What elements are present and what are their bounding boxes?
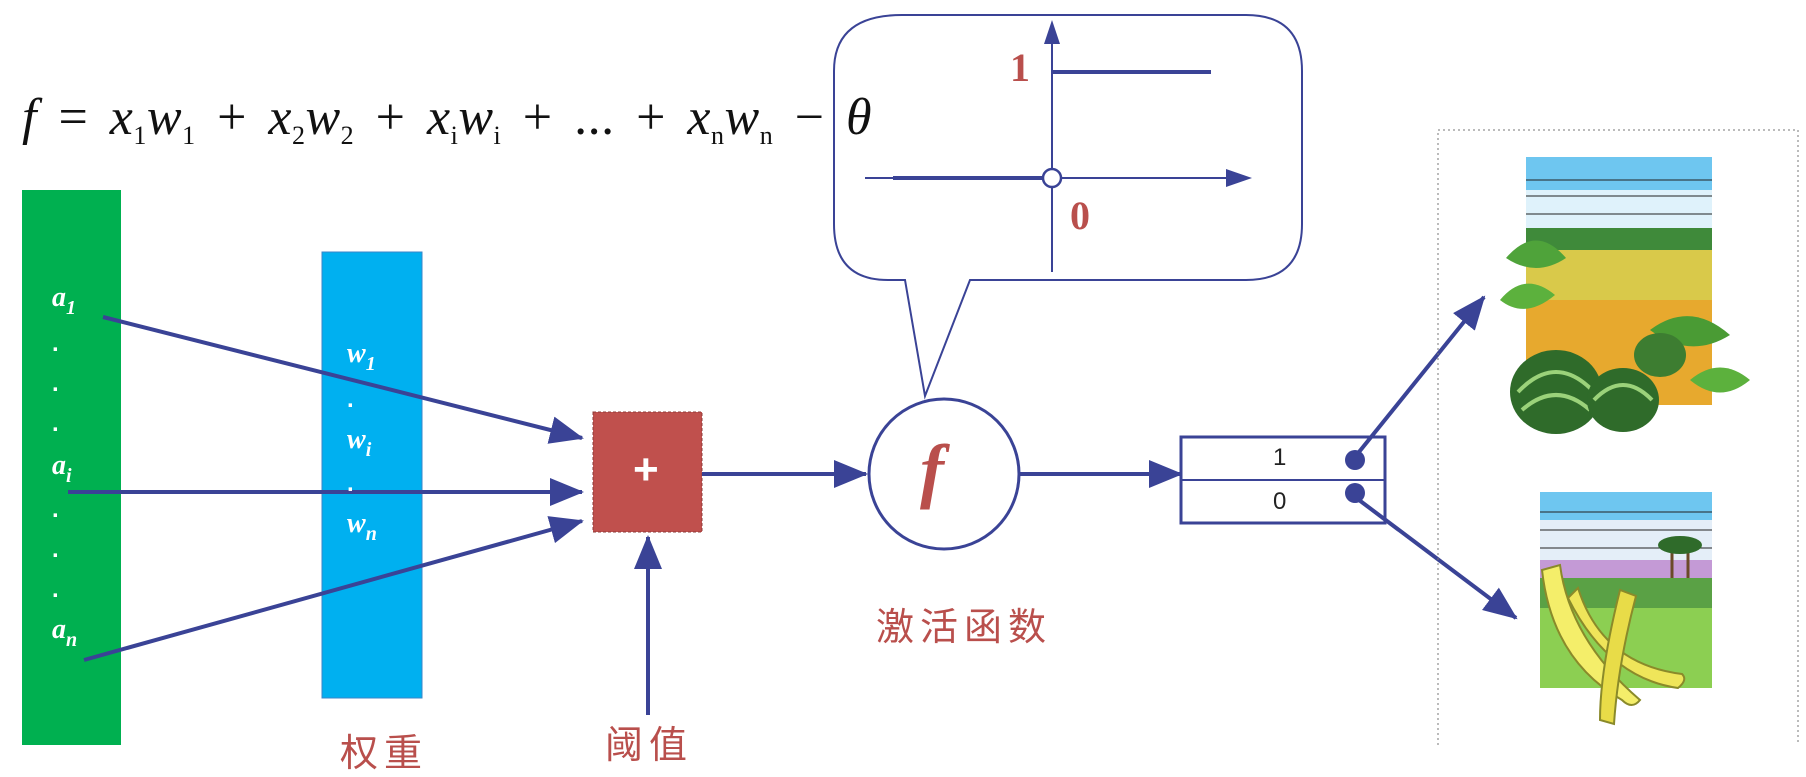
formula-xi: x bbox=[427, 89, 451, 146]
formula-ellipsis: ... bbox=[574, 89, 615, 146]
neuron-diagram bbox=[22, 14, 1799, 745]
weight-w1-sub: 1 bbox=[365, 353, 376, 375]
weight-wn-sub: n bbox=[365, 523, 377, 545]
formula-w1-sub: 1 bbox=[182, 121, 196, 150]
input-a1-label: a1 bbox=[52, 282, 76, 320]
formula-x1: x bbox=[109, 89, 134, 146]
formula-minus: − bbox=[794, 89, 825, 146]
formula-xn: x bbox=[687, 89, 711, 146]
input-an-label: an bbox=[52, 614, 77, 652]
formula-w1: w bbox=[146, 89, 183, 146]
output-port-1 bbox=[1345, 450, 1365, 470]
input-dot-4: . bbox=[52, 496, 59, 523]
weight-w1-label: w1 bbox=[347, 338, 376, 376]
input-dot-6: . bbox=[52, 576, 59, 603]
activation-callout bbox=[833, 14, 1303, 400]
weight-wi-letter: w bbox=[347, 424, 366, 455]
arrow-out-1-to-watermelon bbox=[1357, 295, 1486, 454]
input-an-letter: a bbox=[52, 614, 66, 645]
arrow-a1-to-sum bbox=[102, 315, 584, 444]
formula-wn-sub: n bbox=[759, 121, 774, 150]
output-value-0: 0 bbox=[1273, 488, 1287, 515]
input-a1-letter: a bbox=[52, 282, 66, 313]
weight-wn-letter: w bbox=[347, 508, 366, 539]
weight-w1-letter: w bbox=[347, 338, 366, 369]
output-port-0 bbox=[1345, 483, 1365, 503]
threshold-caption: 阈值 bbox=[605, 723, 694, 767]
summer-box bbox=[592, 411, 703, 533]
activation-caption: 激活函数 bbox=[876, 605, 1053, 649]
step-x-axis-arrowhead bbox=[1226, 169, 1252, 187]
formula-wi-sub: i bbox=[493, 121, 502, 150]
input-dot-2: . bbox=[52, 370, 59, 397]
formula-plus-1: + bbox=[217, 89, 247, 146]
weight-bar bbox=[321, 251, 423, 699]
step-origin-marker bbox=[1041, 167, 1063, 189]
summer-plus-icon: + bbox=[633, 445, 659, 494]
weight-dot-2: . bbox=[347, 470, 354, 497]
output-value-1: 1 bbox=[1273, 444, 1287, 471]
formula-w2-sub: 2 bbox=[340, 121, 355, 150]
weight-wn-label: wn bbox=[347, 508, 377, 546]
input-an-sub: n bbox=[66, 629, 78, 651]
input-ai-letter: a bbox=[52, 450, 66, 481]
input-ai-sub: i bbox=[66, 465, 72, 487]
formula-wi: w bbox=[458, 89, 494, 146]
weight-dot-1: . bbox=[347, 386, 354, 413]
formula-x2-sub: 2 bbox=[291, 121, 306, 150]
formula-x1-sub: 1 bbox=[133, 121, 147, 150]
formula-plus-3: + bbox=[522, 89, 553, 146]
step-high-label: 1 bbox=[1010, 45, 1030, 90]
formula-w2: w bbox=[305, 89, 341, 146]
formula-plus-2: + bbox=[375, 89, 406, 146]
weight-wi-label: wi bbox=[347, 424, 371, 462]
input-dot-5: . bbox=[52, 536, 59, 563]
input-dot-1: . bbox=[52, 330, 59, 357]
input-a1-sub: 1 bbox=[66, 297, 76, 319]
formula-xi-sub: i bbox=[450, 121, 459, 150]
output-images-frame bbox=[1437, 129, 1799, 745]
formula-plus-4: + bbox=[636, 89, 666, 146]
activation-f-symbol: f bbox=[920, 430, 944, 510]
input-dot-3: . bbox=[52, 410, 59, 437]
step-origin-label: 0 bbox=[1070, 193, 1090, 238]
activation-node bbox=[867, 397, 1021, 551]
banana-picture bbox=[1540, 492, 1712, 726]
watermelon-picture bbox=[1500, 157, 1750, 434]
formula-wn: w bbox=[724, 89, 760, 146]
formula-x2: x bbox=[268, 89, 292, 146]
weights-caption: 权重 bbox=[340, 731, 429, 775]
formula-eq: = bbox=[58, 89, 89, 146]
formula-f: f bbox=[22, 89, 37, 146]
neuron-formula: f = x1w1 + x2w2 + xiwi + ... + xnwn − θ bbox=[22, 88, 872, 151]
step-y-axis-arrowhead bbox=[1044, 20, 1060, 44]
input-ai-label: ai bbox=[52, 450, 72, 488]
formula-theta: θ bbox=[846, 89, 873, 146]
weight-wi-sub: i bbox=[365, 439, 372, 461]
arrow-an-to-sum bbox=[83, 516, 584, 662]
formula-xn-sub: n bbox=[711, 121, 725, 150]
